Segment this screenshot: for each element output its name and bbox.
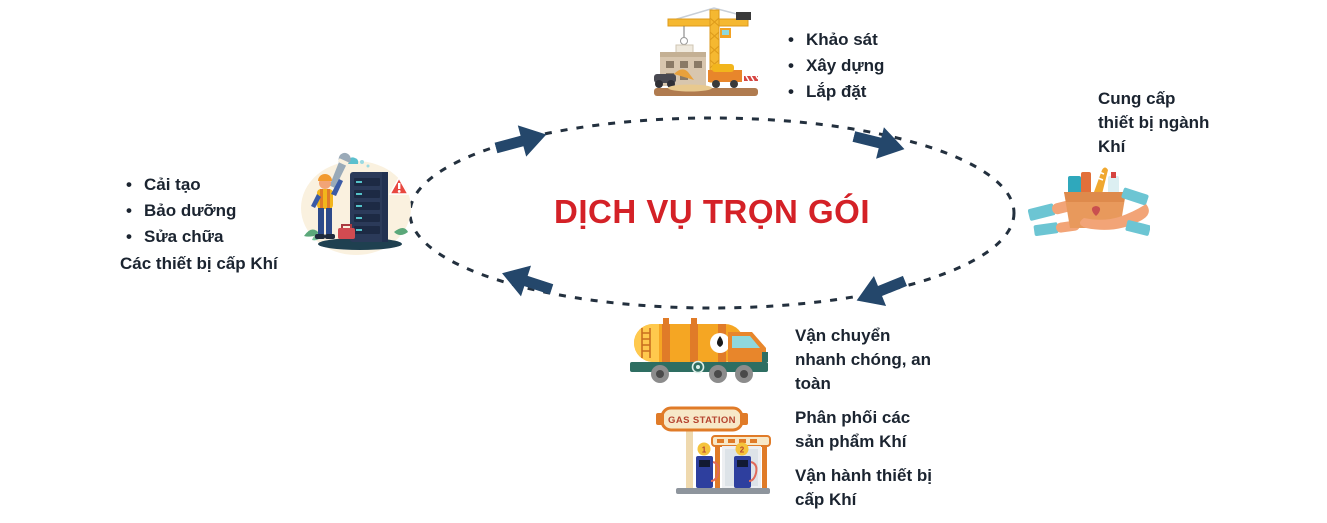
bottom-paragraph: Vận hành thiết bị cấp Khí	[795, 464, 980, 512]
list-item: Khảo sát	[780, 27, 884, 53]
hands-supply-box-icon	[1028, 162, 1150, 254]
gas-station-icon: GAS STATION 1 2	[652, 402, 774, 499]
list-item: Bảo dưỡng	[118, 198, 308, 224]
bottom-paragraph: Vận chuyển nhanh chóng, an toàn	[795, 324, 980, 396]
tanker-truck-icon	[628, 312, 770, 394]
pump-number-label: 1	[702, 446, 707, 455]
label-line: Vận hành thiết bị	[795, 466, 932, 485]
construction-site-icon	[650, 4, 762, 106]
list-item: Cải tạo	[118, 172, 308, 198]
cycle-arrow-top-right-icon	[849, 118, 911, 168]
label-line: Khí	[1098, 137, 1126, 156]
cycle-arrow-bottom-left-icon	[494, 255, 557, 308]
left-service-footer: Các thiết bị cấp Khí	[120, 254, 278, 273]
right-service-label: Cung cấp thiết bị ngành Khí	[1098, 87, 1258, 159]
cycle-dashed-ellipse	[408, 116, 1016, 310]
label-line: Cung cấp	[1098, 89, 1176, 108]
maintenance-worker-icon	[298, 152, 414, 264]
list-item: Xây dựng	[780, 53, 884, 79]
label-line: nhanh chóng, an	[795, 350, 931, 369]
diagram-title: DỊCH VỤ TRỌN GÓI	[553, 193, 870, 230]
label-line: cấp Khí	[795, 490, 857, 509]
label-line: toàn	[795, 374, 831, 393]
pump-number-label: 2	[740, 446, 745, 455]
bottom-paragraph: Phân phối các sản phẩm Khí	[795, 406, 980, 454]
left-service-list: Cải tạo Bảo dưỡng Sửa chữa Các thiết bị …	[118, 172, 308, 277]
top-service-list: Khảo sát Xây dựng Lắp đặt	[780, 27, 884, 105]
list-item: Sửa chữa	[118, 224, 308, 250]
label-line: Phân phối các	[795, 408, 911, 427]
label-line: thiết bị ngành	[1098, 113, 1210, 132]
cycle-arrow-bottom-right-icon	[848, 263, 912, 318]
label-line: Vận chuyển	[795, 326, 891, 345]
cycle-arrow-top-left-icon	[491, 116, 553, 167]
gas-station-sign-label: GAS STATION	[668, 415, 736, 426]
label-line: sản phẩm Khí	[795, 432, 907, 451]
list-item: Lắp đặt	[780, 79, 884, 105]
bottom-service-list: Vận chuyển nhanh chóng, an toàn Phân phố…	[795, 324, 980, 522]
